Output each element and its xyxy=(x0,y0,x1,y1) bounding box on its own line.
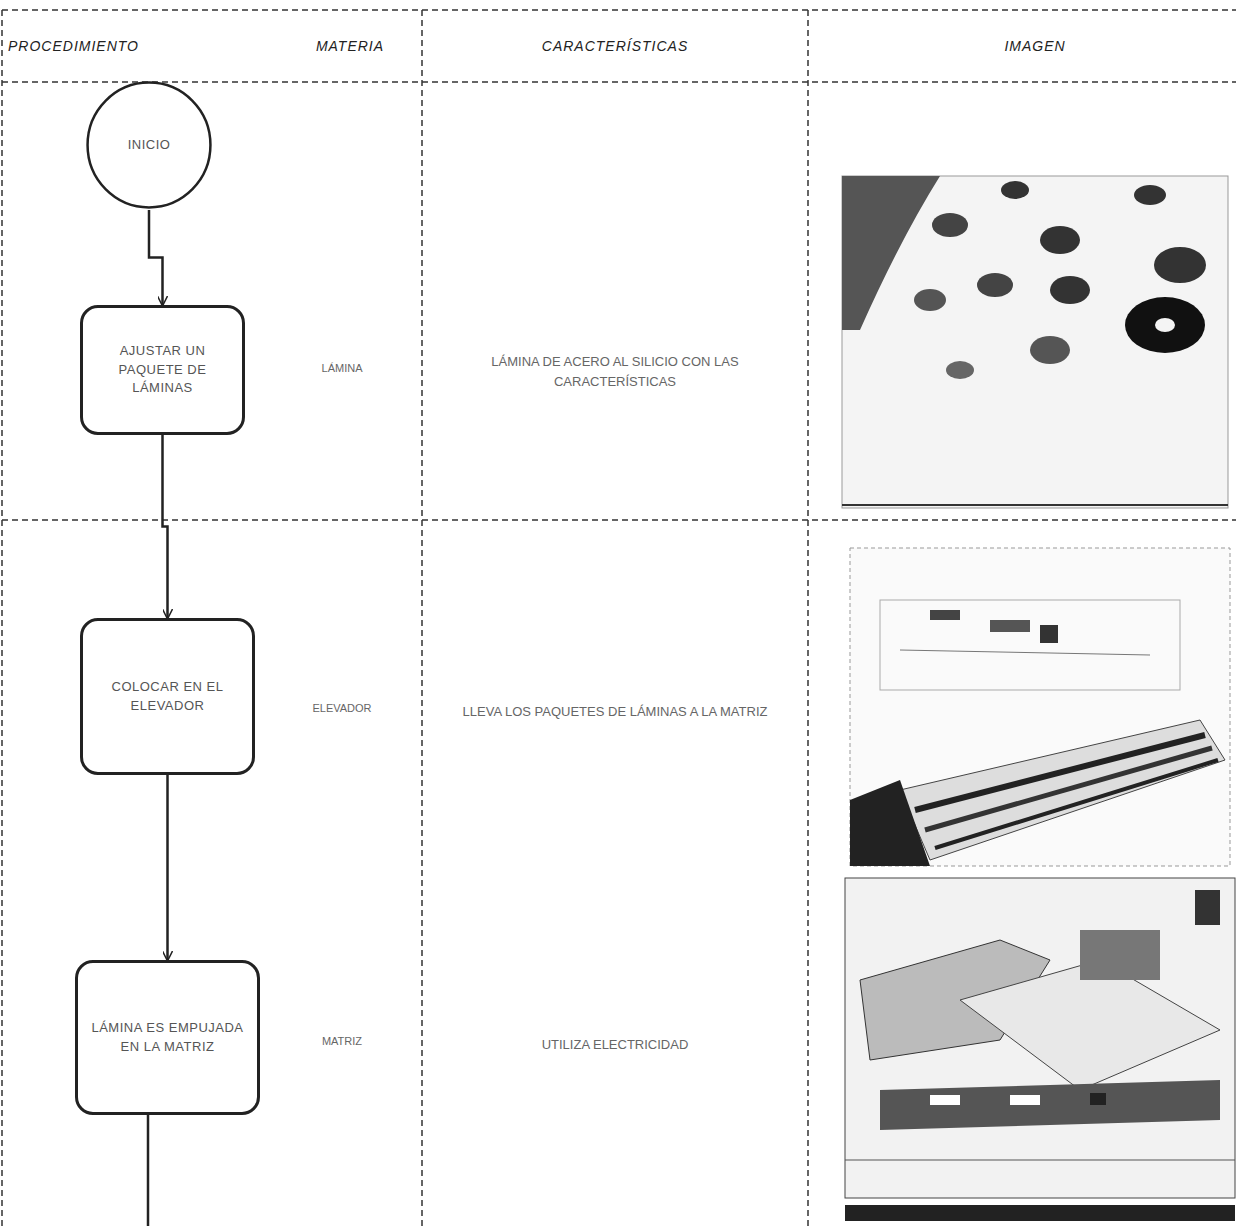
node-text: COLOCAR EN EL ELEVADOR xyxy=(91,678,244,716)
column-header: PROCEDIMIENTO xyxy=(8,38,228,54)
column-header: MATERIA xyxy=(290,38,410,54)
material-cell: ELEVADOR xyxy=(272,702,412,714)
feature-cell: LÁMINA DE ACERO AL SILICIO CON LAS CARAC… xyxy=(440,352,790,391)
flow-arrow xyxy=(149,210,163,305)
column-header: CARACTERÍSTICAS xyxy=(480,38,750,54)
node-text: INICIO xyxy=(128,136,171,155)
feature-cell: LLEVA LOS PAQUETES DE LÁMINAS A LA MATRI… xyxy=(440,702,790,722)
material-cell: MATRIZ xyxy=(272,1035,412,1047)
node-text: AJUSTAR UN PAQUETE DE LÁMINAS xyxy=(91,342,234,399)
process-box: AJUSTAR UN PAQUETE DE LÁMINAS xyxy=(80,305,245,435)
start-circle: INICIO xyxy=(85,80,213,210)
flow-arrow xyxy=(166,775,169,960)
process-box: COLOCAR EN EL ELEVADOR xyxy=(80,618,255,775)
flow-arrow xyxy=(163,435,168,618)
column-header: IMAGEN xyxy=(900,38,1170,54)
material-cell: LÁMINA xyxy=(272,362,412,374)
process-box: LÁMINA ES EMPUJADA EN LA MATRIZ xyxy=(75,960,260,1115)
flow-line xyxy=(147,1115,150,1226)
node-text: LÁMINA ES EMPUJADA EN LA MATRIZ xyxy=(86,1019,249,1057)
feature-cell: UTILIZA ELECTRICIDAD xyxy=(440,1035,790,1055)
